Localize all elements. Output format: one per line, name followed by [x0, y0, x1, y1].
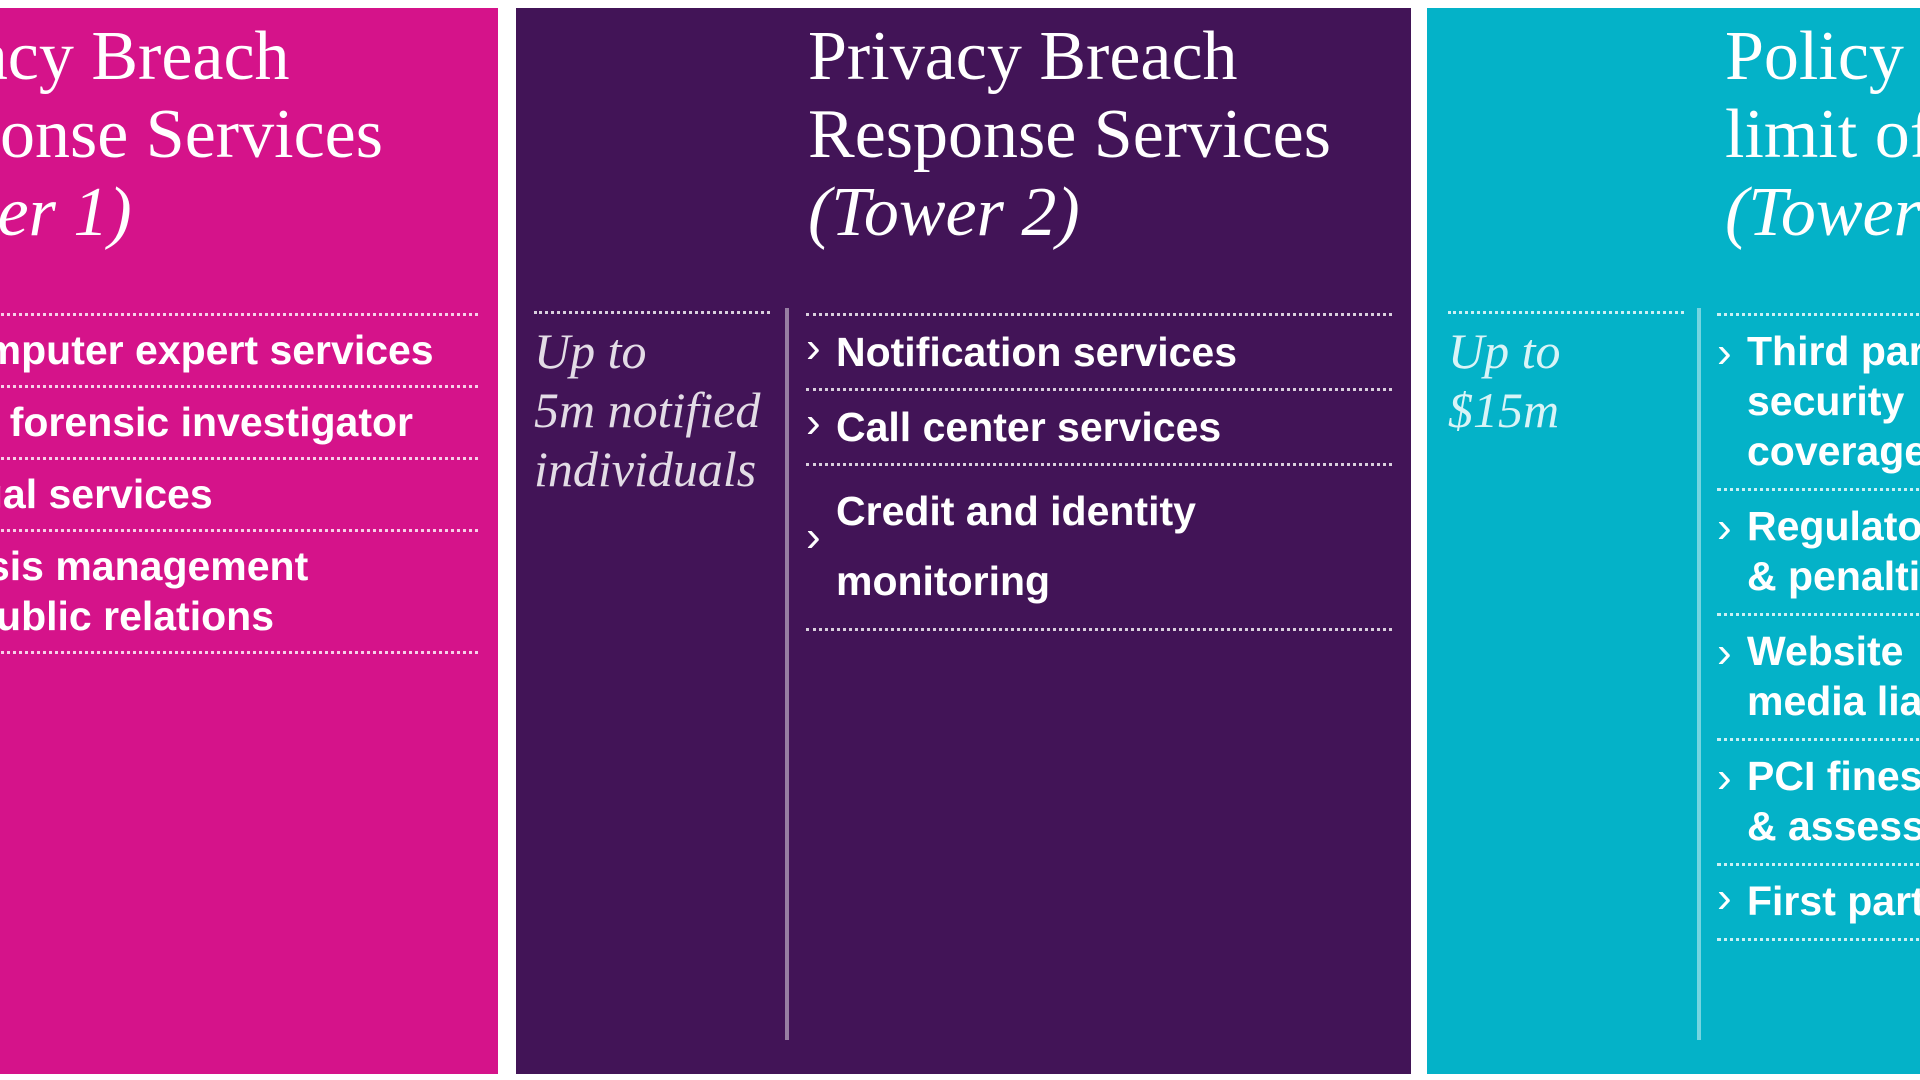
item-text: Third party	[1747, 328, 1920, 374]
limit-line: Up to	[534, 323, 647, 379]
tower-3-coverage-list: › Third party security coverage › Regula…	[1717, 313, 1920, 941]
list-item: Legal services	[0, 457, 478, 529]
list-item: PCI forensic investigator	[0, 385, 478, 457]
title-line: Privacy Breach	[0, 18, 290, 95]
list-item: Crisis management & public relations	[0, 529, 478, 654]
tower-label: (Tower 2)	[808, 174, 1080, 251]
tower-label: (Tower 3)	[1725, 174, 1920, 251]
item-text: Credit and identity	[836, 488, 1196, 534]
limit-line: $15m	[1448, 382, 1560, 438]
chevron-right-icon: ›	[1717, 628, 1732, 677]
limit-line: Up to	[1448, 323, 1561, 379]
list-item: › PCI fines & assessments	[1717, 738, 1920, 863]
limit-line: 5m notified	[534, 382, 761, 438]
tower-label: (Tower 1)	[0, 174, 132, 251]
item-text: PCI fines	[1747, 753, 1920, 799]
chevron-right-icon: ›	[806, 512, 821, 561]
vertical-divider	[1697, 308, 1701, 1040]
chevron-right-icon: ›	[806, 397, 821, 447]
item-text: coverage	[1747, 428, 1920, 474]
tower-1-panel: Privacy Breach Response Services (Tower …	[0, 8, 498, 1074]
item-text: Computer expert services	[0, 327, 434, 373]
tower-2-limit: Up to 5m notified individuals	[534, 311, 770, 499]
item-text: & public relations	[0, 593, 274, 639]
item-text: Crisis management	[0, 543, 309, 589]
item-text: Website	[1747, 628, 1904, 674]
limit-line: individuals	[534, 441, 757, 497]
item-text: Regulatory	[1747, 503, 1920, 549]
tower-2-services-list: › Notification services › Call center se…	[806, 313, 1392, 631]
chevron-right-icon: ›	[806, 322, 821, 372]
vertical-divider	[785, 308, 789, 1040]
tower-3-limit: Up to $15m	[1448, 311, 1684, 440]
title-line: Policy	[1725, 18, 1904, 95]
tower-1-title: Privacy Breach Response Services (Tower …	[0, 18, 383, 252]
tower-2-title: Privacy Breach Response Services (Tower …	[808, 18, 1331, 252]
item-text: Legal services	[0, 471, 213, 517]
title-line: limit of	[1725, 96, 1920, 173]
title-line: Response Services	[808, 96, 1331, 173]
tower-3-title: Policy limit of (Tower 3)	[1725, 18, 1920, 252]
item-text: Notification services	[836, 329, 1238, 375]
item-text: & penalties	[1747, 553, 1920, 599]
item-text: & assessments	[1747, 803, 1920, 849]
list-item: › Third party security coverage	[1717, 313, 1920, 488]
chevron-right-icon: ›	[1717, 503, 1732, 552]
list-item: › Notification services	[806, 313, 1392, 388]
title-line: Privacy Breach	[808, 18, 1238, 95]
chevron-right-icon: ›	[1717, 328, 1732, 377]
list-item: › Website media liability	[1717, 613, 1920, 738]
item-text: PCI forensic investigator	[0, 399, 414, 445]
chevron-right-icon: ›	[1717, 873, 1732, 922]
item-text: First party	[1747, 878, 1920, 924]
list-item: › Call center services	[806, 388, 1392, 463]
item-text: monitoring	[836, 558, 1051, 604]
tower-3-panel: Policy limit of (Tower 3) Up to $15m › T…	[1427, 8, 1920, 1074]
title-line: Response Services	[0, 96, 383, 173]
chevron-right-icon: ›	[1717, 753, 1732, 802]
list-item: › Credit and identity monitoring	[806, 463, 1392, 631]
item-text: security	[1747, 378, 1905, 424]
list-item: Computer expert services	[0, 313, 478, 385]
item-text: Call center services	[836, 404, 1222, 450]
list-item: › First party	[1717, 863, 1920, 941]
item-text: media liability	[1747, 678, 1920, 724]
tower-2-panel: Privacy Breach Response Services (Tower …	[516, 8, 1411, 1074]
tower-1-services-list: Computer expert services PCI forensic in…	[0, 313, 478, 654]
list-item: › Regulatory & penalties	[1717, 488, 1920, 613]
